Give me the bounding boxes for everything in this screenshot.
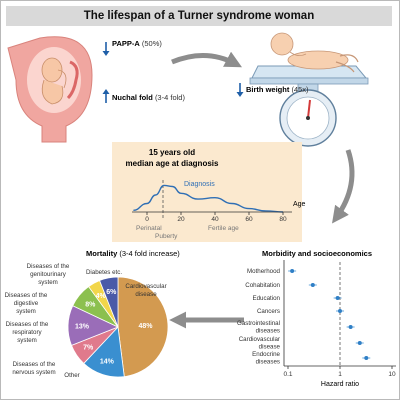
morbidity-plot: MotherhoodCohabitationEducationCancersGa…	[237, 260, 396, 378]
pie-value-label: 14%	[100, 359, 115, 366]
diagnosis-tick-label: 80	[279, 216, 287, 223]
morbidity-tick-label: 1	[338, 371, 342, 378]
diagnosis-heading-line2: median age at diagnosis	[126, 159, 219, 168]
mortality-title: Mortality (3-4 fold increase)	[86, 249, 180, 258]
arrow-to-birth	[171, 51, 243, 68]
morbidity-axis-label: Hazard ratio	[321, 381, 359, 388]
morbidity-point	[290, 269, 295, 273]
label-other: Other	[64, 372, 79, 379]
diagnosis-heading-line1: 15 years old	[149, 148, 195, 157]
pie-value-label: 7%	[83, 345, 94, 352]
diagnosis-tick-label: 20	[177, 216, 185, 223]
baby-scale-illustration	[249, 32, 369, 147]
morbidity-point	[357, 341, 362, 345]
pappa-text: PAPP-A (50%)	[112, 39, 162, 48]
morbidity-tick-label: 0.1	[283, 371, 292, 378]
birth-weight-text: Birth weight (45x)	[246, 85, 309, 94]
pappa-down-arrow	[102, 42, 110, 56]
pie-value-label: 6%	[106, 289, 117, 296]
pie-value-label: 48%	[138, 323, 153, 330]
arrow-to-morbidity	[332, 149, 355, 224]
pie-value-label: 8%	[85, 302, 96, 309]
period-fertile-age: Fertile age	[208, 225, 239, 232]
pie-value-label: 13%	[75, 323, 90, 330]
period-perinatal: Perinatal	[136, 225, 162, 232]
morbidity-point	[348, 325, 353, 329]
fetus-icon	[41, 57, 67, 105]
morbidity-category-label: Education	[252, 295, 280, 302]
pie-slice-cardiovascular-disease	[117, 276, 169, 378]
morbidity-marks: MotherhoodCohabitationEducationCancersGa…	[237, 268, 396, 378]
morbidity-point	[364, 356, 369, 360]
nuchal-fold-text: Nuchal fold (3-4 fold)	[112, 93, 185, 102]
morbidity-category-label: Cancers	[257, 308, 280, 315]
morbidity-title: Morbidity and socioeconomics	[262, 249, 372, 258]
period-puberty: Puberty	[155, 233, 178, 240]
diagnosis-panel	[112, 142, 302, 242]
diagnosis-curve-label: Diagnosis	[184, 181, 215, 188]
pie-slice-diabetes-etc-	[99, 276, 119, 328]
diagnosis-tick-label: 60	[245, 216, 253, 223]
label-diabetes: Diabetes etc.	[86, 269, 122, 276]
pie-value-label: 4%	[96, 293, 107, 300]
diagnosis-ticks: 0 20 40 60 80	[145, 212, 287, 223]
nuchal-up-arrow	[102, 89, 110, 103]
mortality-pie-chart: 48% 14% 7% 13% 8%4%6%	[67, 276, 169, 378]
diagnosis-tick-label: 40	[211, 216, 219, 223]
page-title: The lifespan of a Turner syndrome woman	[6, 6, 392, 26]
diagnosis-curve	[133, 184, 284, 213]
morbidity-category-label: Motherhood	[247, 268, 281, 275]
diagnosis-axis-label: Age	[293, 201, 306, 208]
morbidity-category-label: Cohabitation	[245, 282, 280, 289]
uterus-illustration	[7, 36, 93, 143]
morbidity-point	[338, 309, 342, 313]
morbidity-tick-label: 10	[388, 371, 396, 378]
morbidity-point	[310, 283, 315, 287]
diagnosis-tick-label: 0	[145, 216, 149, 223]
birth-weight-down-arrow	[236, 83, 244, 97]
baby-icon	[270, 32, 359, 73]
morbidity-point	[335, 296, 340, 300]
